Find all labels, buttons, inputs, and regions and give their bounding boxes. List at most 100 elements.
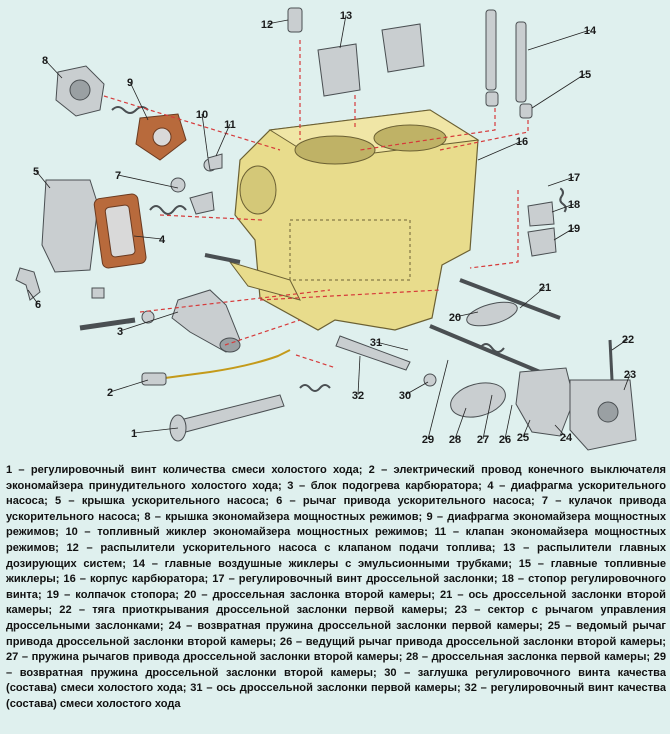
secondary-throttle-plate (466, 301, 518, 327)
callout-label: 10 (196, 109, 208, 121)
economizer-cover-boss (69, 79, 91, 101)
leader-line (482, 394, 493, 440)
callout-label: 7 (115, 170, 121, 182)
heater-screw (79, 317, 136, 331)
leader-line (357, 355, 361, 396)
screw-stopper (527, 201, 555, 227)
leader-line (129, 81, 149, 121)
callout-labels-layer: 1234567891011121314151617181920212223242… (33, 10, 636, 446)
callout-label: 14 (584, 25, 597, 37)
leader-line (266, 19, 289, 25)
fuel-inlet-fitting (204, 253, 241, 264)
assembly-guide-line (224, 319, 301, 346)
assembly-guide-line (159, 214, 263, 221)
small-plug (91, 287, 105, 299)
accelerator-pump-cover (41, 179, 99, 273)
secondary-drive-levers (515, 367, 575, 437)
fuel-jet-left (485, 91, 499, 107)
economizer-valve (207, 153, 223, 171)
carburetor-body (204, 109, 480, 331)
leader-line (117, 174, 179, 189)
air-jet-right (515, 21, 527, 103)
callout-label: 13 (340, 10, 352, 22)
callout-label: 27 (477, 434, 489, 446)
assembly-guide-line (469, 190, 519, 269)
fuel-jet-right (519, 103, 533, 119)
leader-line (623, 373, 631, 391)
pump-nozzle (287, 7, 303, 33)
callout-label: 23 (624, 369, 636, 381)
leader-line (611, 338, 629, 351)
main-nozzle-left (317, 43, 361, 97)
leader-line (547, 176, 575, 187)
leader-line (504, 404, 513, 440)
assembly-guide-line (103, 95, 281, 151)
leader-line (551, 203, 575, 213)
pump-diaphragm-center (104, 204, 136, 258)
assembly-guide-line (359, 108, 496, 151)
pump-spring (149, 205, 187, 215)
leader-line (27, 289, 39, 305)
leader-line (454, 311, 479, 318)
leader-line (404, 381, 429, 396)
air-intake-port (239, 165, 277, 215)
leader-line (109, 379, 149, 393)
pump-cam (189, 191, 215, 215)
leader-line (519, 286, 546, 309)
callout-label: 22 (622, 334, 634, 346)
callout-label: 6 (35, 299, 41, 311)
leader-line (201, 113, 209, 159)
leader-line (553, 227, 575, 241)
callout-label: 29 (422, 434, 434, 446)
sector-hub (597, 401, 619, 423)
leader-lines-layer (27, 14, 631, 440)
pump-lever (15, 267, 41, 301)
leader-line (454, 407, 467, 440)
leader-line (554, 424, 567, 438)
idle-quantity-screw (171, 394, 285, 435)
callout-label: 9 (127, 77, 133, 89)
leader-line (133, 235, 163, 240)
parts-layer (15, 7, 637, 451)
callout-label: 20 (449, 312, 461, 324)
secondary-return-spring (479, 343, 505, 353)
mounting-flange (228, 261, 301, 301)
leader-line (527, 29, 591, 51)
assembly-guide-line (295, 354, 337, 369)
callout-label: 19 (568, 223, 580, 235)
mixture-screw (335, 335, 411, 371)
assembly-guide-line (259, 289, 441, 301)
throttle-screw (559, 187, 567, 213)
callout-label: 11 (224, 119, 236, 131)
leader-line (35, 170, 51, 189)
callout-label: 8 (42, 55, 48, 67)
primary-throttle-plate (450, 382, 506, 418)
secondary-shaft (459, 278, 561, 320)
parts-legend: 1 – регулировочный винт количества смеси… (6, 464, 666, 710)
callout-label: 12 (261, 19, 273, 31)
callout-label: 18 (568, 199, 580, 211)
stopper-cap (527, 227, 557, 257)
callout-label: 32 (352, 390, 364, 402)
leader-line (375, 341, 409, 351)
economizer-diaphragm-center (152, 127, 172, 147)
limit-switch-wire (149, 349, 291, 381)
pump-nut (170, 177, 186, 193)
heater-block-bore (219, 337, 241, 353)
callout-label: 5 (33, 166, 39, 178)
carburetor-exploded-view: 1234567891011121314151617181920212223242… (15, 7, 637, 451)
callout-label: 17 (568, 172, 580, 184)
assembly-guide-line (139, 289, 331, 313)
callout-label: 21 (539, 282, 551, 294)
callout-label: 3 (117, 326, 123, 338)
air-jet-left (485, 9, 497, 91)
wire-connector (141, 372, 167, 386)
callout-label: 4 (159, 234, 166, 246)
leader-line (522, 419, 531, 438)
callout-label: 25 (517, 432, 529, 444)
primary-shaft (429, 324, 541, 374)
leader-line (133, 427, 179, 434)
main-nozzle-right (381, 23, 425, 73)
leader-line (477, 140, 523, 161)
